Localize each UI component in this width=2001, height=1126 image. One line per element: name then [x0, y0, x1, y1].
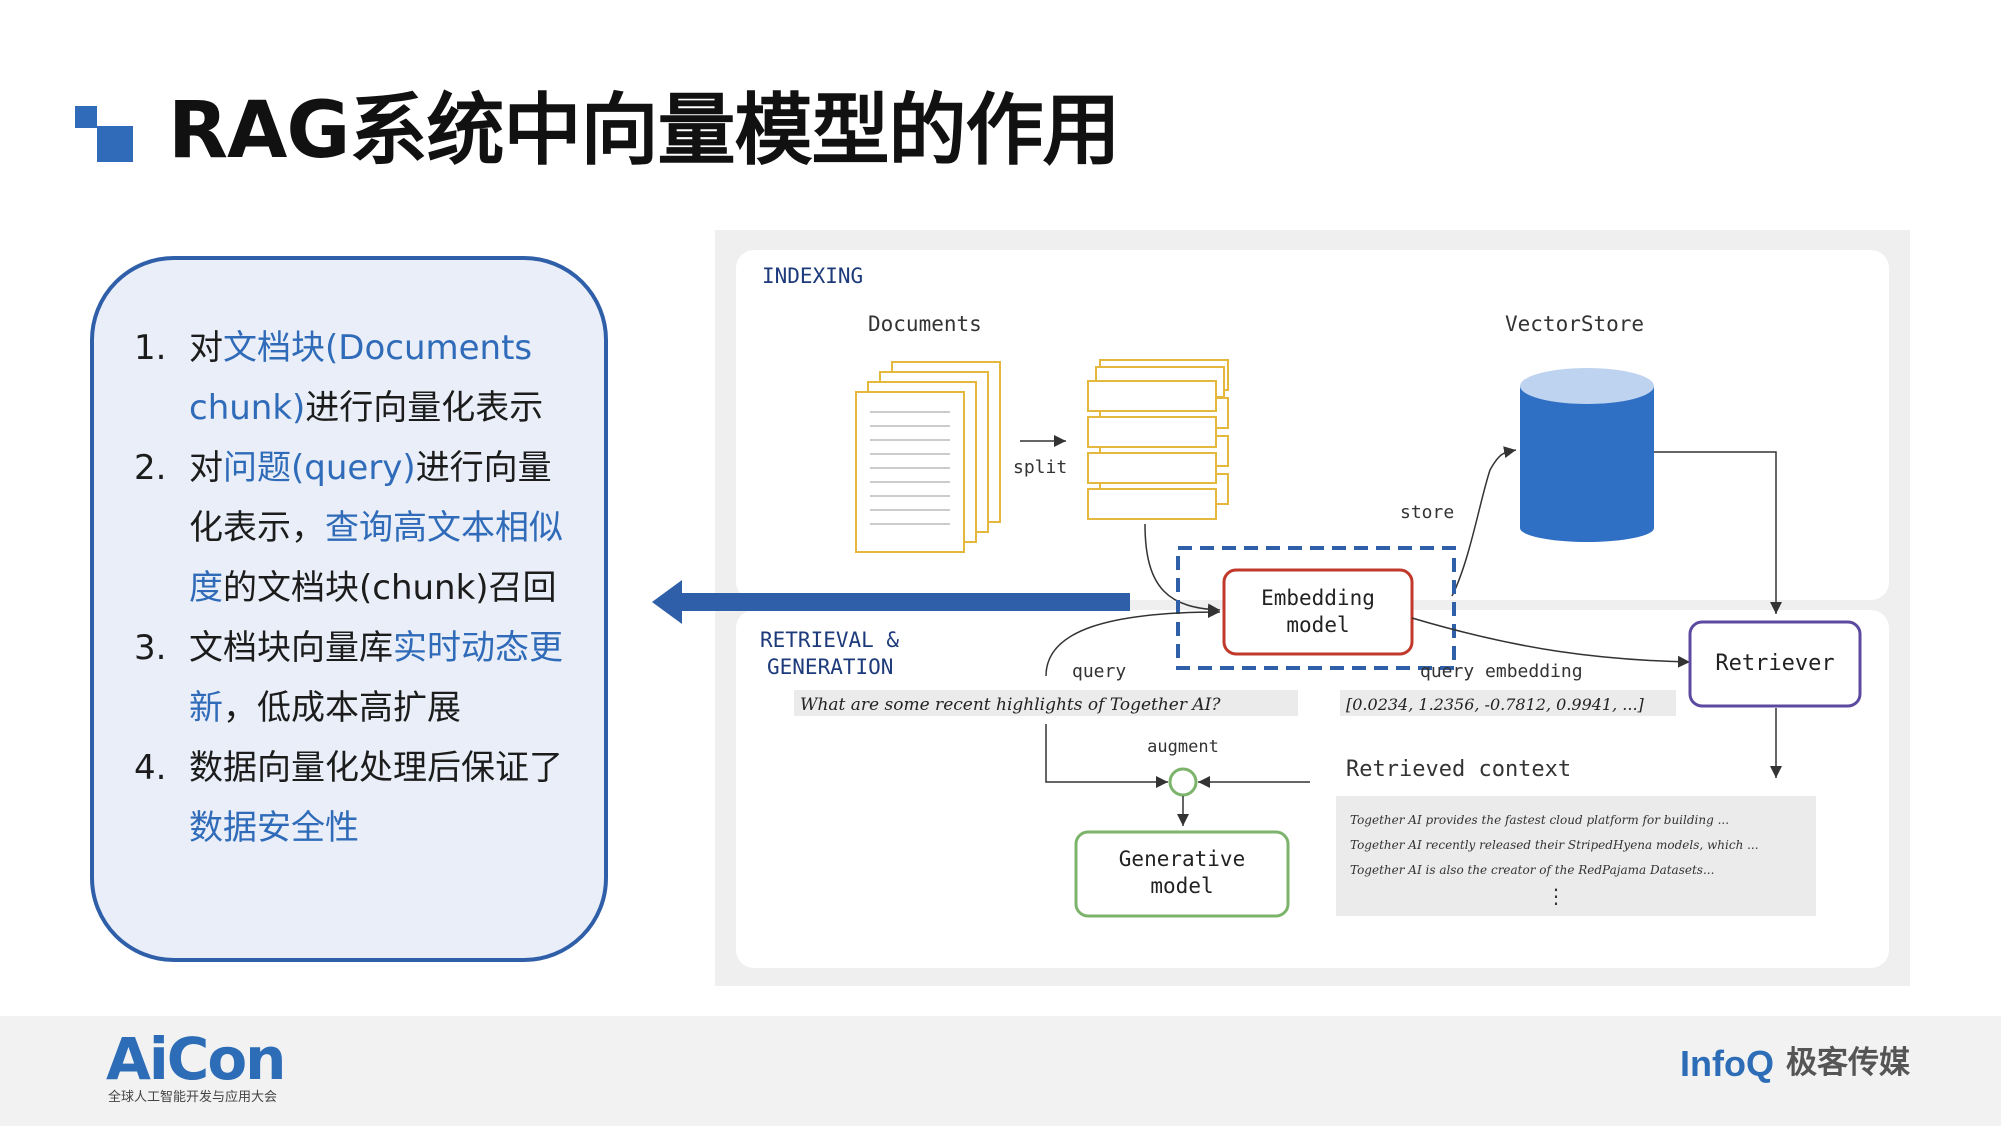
chunks-to-embedding-arrow — [1144, 523, 1221, 616]
point-item: 4. 数据向量化处理后保证了数据安全性 — [134, 738, 574, 858]
point-text-segment: 对 — [189, 448, 223, 488]
retriever-box — [1688, 620, 1862, 708]
generative-model-box — [1074, 830, 1290, 918]
highlighted-text: 实时动态更新 — [189, 628, 563, 728]
indexing-label: INDEXING — [762, 264, 863, 288]
query-text: What are some recent highlights of Toget… — [800, 695, 1221, 715]
augment-label: augment — [1147, 737, 1219, 757]
context-ellipsis: ⋮ — [1546, 884, 1566, 908]
query-label: query — [1072, 661, 1126, 682]
query-text-box — [794, 690, 1298, 716]
vectorstore-label: VectorStore — [1505, 312, 1644, 336]
geek-media-logo: 极客传媒 — [1786, 1045, 1910, 1081]
retrieved-context-box — [1336, 796, 1816, 916]
point-item: 1. 对文档块(Documents chunk)进行向量化表示 — [134, 318, 574, 438]
point-text-segment: 的文档块(chunk)召回 — [223, 568, 557, 608]
embedding-model-line1: Embedding — [1261, 586, 1375, 610]
point-text: 对文档块(Documents chunk)进行向量化表示 — [189, 318, 574, 438]
point-number: 1. — [134, 328, 167, 368]
query-to-embedding-arrow — [1045, 606, 1221, 677]
page-title: RAG系统中向量模型的作用 — [168, 86, 1120, 176]
footer-bar — [0, 1016, 2001, 1126]
point-text: 对问题(query)进行向量化表示，查询高文本相似度的文档块(chunk)召回 — [189, 438, 574, 618]
embedding-highlight-box — [1176, 546, 1456, 670]
highlighted-text: 文档块(Documents chunk) — [189, 328, 533, 428]
point-text-segment: ，低成本高扩展 — [223, 688, 461, 728]
aicon-subtitle: 全球人工智能开发与应用大会 — [108, 1090, 278, 1105]
point-text: 数据向量化处理后保证了数据安全性 — [189, 738, 574, 858]
point-text-segment: 进行向量化表示 — [305, 388, 544, 428]
documents-stack-icon — [855, 361, 1001, 553]
context-line-1: Together AI provides the fastest cloud p… — [1350, 813, 1729, 827]
highlighted-text: 数据安全性 — [189, 808, 359, 848]
embedding-model-line2: model — [1286, 613, 1349, 637]
store-arrow — [1451, 446, 1517, 597]
context-line-2: Together AI recently released their Stri… — [1350, 838, 1759, 852]
context-line-3: Together AI is also the creator of the R… — [1350, 863, 1714, 877]
point-item: 3. 文档块向量库实时动态更新，低成本高扩展 — [134, 618, 574, 738]
key-points-box — [90, 256, 608, 962]
point-text-segment: 数据向量化处理后保证了 — [189, 748, 563, 788]
point-number: 3. — [134, 628, 167, 668]
infoq-logo: InfoQ — [1680, 1043, 1774, 1084]
point-text-segment: 进行向量化表示， — [189, 448, 552, 548]
embedding-model-box — [1222, 568, 1414, 656]
augment-node — [1168, 767, 1198, 797]
rag-diagram: INDEXING Documents VectorStore split — [652, 230, 1910, 986]
documents-label: Documents — [868, 312, 982, 336]
highlighted-text: 问题(query) — [223, 448, 416, 488]
generative-model-line2: model — [1150, 874, 1213, 898]
highlighted-text: 查询高文本相似度 — [189, 508, 563, 608]
embedding-values: [0.0234, 1.2356, -0.7812, 0.9941, ...] — [1346, 695, 1645, 714]
retrieved-context-label: Retrieved context — [1346, 757, 1571, 782]
query-to-augment-arrow — [1045, 724, 1168, 788]
point-item: 2. 对问题(query)进行向量化表示，查询高文本相似度的文档块(chunk)召… — [134, 438, 574, 618]
point-text-segment: 对 — [189, 328, 223, 368]
embedding-to-retriever-arrow — [1411, 617, 1691, 668]
vectorstore-to-retriever-arrow — [1654, 451, 1782, 614]
point-text-segment: 文档块向量库 — [189, 628, 393, 668]
query-embedding-label: query embedding — [1420, 661, 1583, 682]
chunks-stack-icon — [1087, 359, 1229, 520]
split-label: split — [1013, 457, 1067, 478]
retrieval-label-line1: RETRIEVAL & — [760, 628, 899, 652]
aicon-logo: AiCon — [106, 1025, 286, 1093]
generative-model-line1: Generative — [1119, 847, 1245, 871]
embedding-values-box — [1340, 690, 1676, 716]
retriever-label: Retriever — [1715, 651, 1834, 676]
point-text: 文档块向量库实时动态更新，低成本高扩展 — [189, 618, 574, 738]
retrieval-label-line2: GENERATION — [767, 655, 893, 679]
big-left-arrow — [672, 593, 1130, 611]
vectorstore-database-icon — [1520, 368, 1654, 542]
store-label: store — [1400, 502, 1454, 523]
title-square-icon — [75, 106, 133, 162]
big-left-arrow-head — [652, 580, 682, 624]
point-number: 2. — [134, 448, 167, 488]
point-number: 4. — [134, 748, 167, 788]
